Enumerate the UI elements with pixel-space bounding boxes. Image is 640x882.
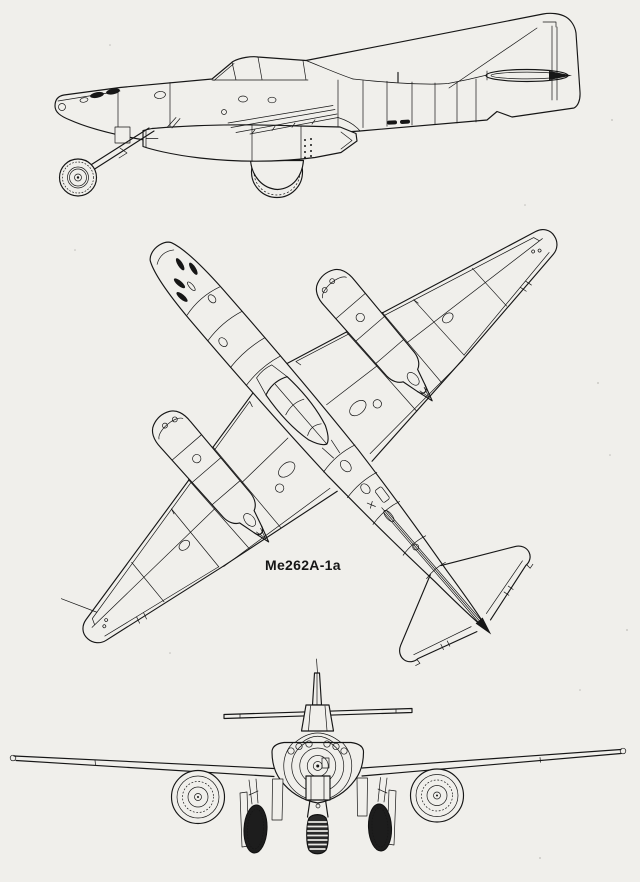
nose-gear-side (58, 126, 155, 197)
wing-root-side (227, 105, 361, 135)
fuselage-outline (54, 12, 581, 145)
wing-plan (286, 229, 558, 462)
side-view-drawing (54, 12, 581, 199)
gun-muzzle-trough (106, 88, 120, 95)
antenna-front (316, 658, 318, 674)
canopy-side (211, 56, 354, 81)
fin-base-front (300, 704, 335, 732)
engine-nacelle-front-left (170, 769, 226, 825)
wheel-fairing-bulge (249, 159, 305, 191)
canopy-front (294, 732, 342, 743)
gun-muzzle-trough (90, 91, 104, 99)
pitot-tube (60, 598, 98, 613)
aircraft-designation-label: Me262A-1a (265, 557, 341, 573)
nose-camera-port (58, 103, 66, 111)
wings-front (9, 747, 627, 778)
top-view-drawing (36, 229, 558, 681)
gun-muzzles-plan (173, 258, 198, 302)
nose-gear-front (305, 775, 331, 855)
engine-nacelle-front-right (409, 768, 465, 823)
engine-nacelle-plan (315, 268, 433, 402)
tail-fin-plan (381, 507, 492, 635)
scan-speckles (74, 44, 628, 859)
elevator-arrow (549, 71, 572, 80)
front-view-drawing (9, 658, 627, 855)
tailplane-plan (440, 545, 534, 621)
fuselage-front (270, 728, 366, 804)
engine-nacelle-side (142, 117, 358, 162)
nose-wheel-front (306, 814, 329, 855)
tail-fin-side (448, 21, 572, 101)
canopy-plan (256, 364, 341, 459)
